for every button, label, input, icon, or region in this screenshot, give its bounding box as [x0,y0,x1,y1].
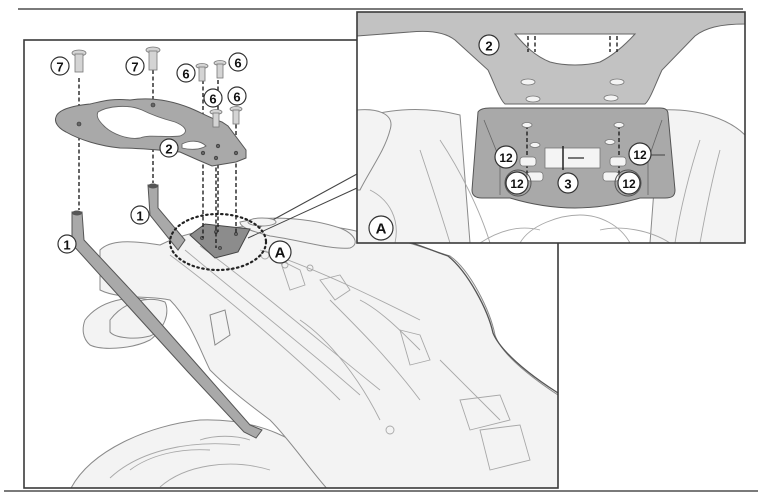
screw-6-c [209,109,223,128]
screw-6-b [213,60,227,79]
svg-text:6: 6 [233,90,240,105]
detail-view-a: 2 3 12 12 12 12 A [356,11,746,244]
spacer-bottom-right [602,169,642,197]
callout-spacer-bottom-right: 12 [617,171,641,195]
detail-view-frame [356,11,746,244]
callout-arm-right: 1 [130,205,150,225]
svg-text:1: 1 [136,209,143,224]
svg-text:12: 12 [510,177,524,191]
svg-text:12: 12 [633,148,647,162]
spacer-top-right [609,156,627,167]
callout-screw-6-d: 6 [227,86,247,106]
callout-screw-7-right: 7 [125,56,145,76]
callout-arm-left: 1 [57,234,77,254]
spacer-top-left [519,156,537,167]
callout-screw-6-a: 6 [176,63,196,83]
callout-spacer-top-left: 12 [494,145,518,169]
svg-text:1: 1 [63,238,70,253]
callout-detail-a: A [268,240,292,264]
detail-view-label: A [368,215,394,241]
svg-text:2: 2 [165,142,172,157]
side-arm-right [147,184,186,251]
screw-7-left [71,49,87,73]
detail-leader-upper [257,173,358,229]
svg-text:7: 7 [56,60,63,75]
callout-spacer-top-right: 12 [628,142,652,166]
side-arm-left [71,211,263,439]
svg-text:12: 12 [499,151,513,165]
main-view-frame [23,39,559,489]
motorcycle-illustration [70,183,558,488]
svg-text:7: 7 [131,60,138,75]
svg-text:6: 6 [209,92,216,107]
callout-spacer-bottom-left: 12 [505,171,529,195]
svg-text:A: A [376,221,387,238]
detail-leader-lower [247,187,358,239]
screw-6-a [195,63,209,82]
callout-inset-plate: 2 [478,34,500,56]
callout-inset-bracket: 3 [557,172,579,194]
spacer-bottom-left [504,169,544,197]
svg-text:A: A [275,245,286,262]
callout-screw-6-c: 6 [203,88,223,108]
callout-rack-plate: 2 [159,138,179,158]
callout-screw-7-left: 7 [50,56,70,76]
svg-text:12: 12 [622,177,636,191]
screw-6-d [229,106,243,125]
svg-text:6: 6 [182,67,189,82]
callout-screw-6-b: 6 [228,52,248,72]
main-view: 7 7 6 6 6 6 2 1 [23,39,559,489]
svg-text:3: 3 [564,177,571,192]
svg-text:6: 6 [234,56,241,71]
svg-text:2: 2 [485,39,492,54]
screw-7-right [145,46,161,71]
